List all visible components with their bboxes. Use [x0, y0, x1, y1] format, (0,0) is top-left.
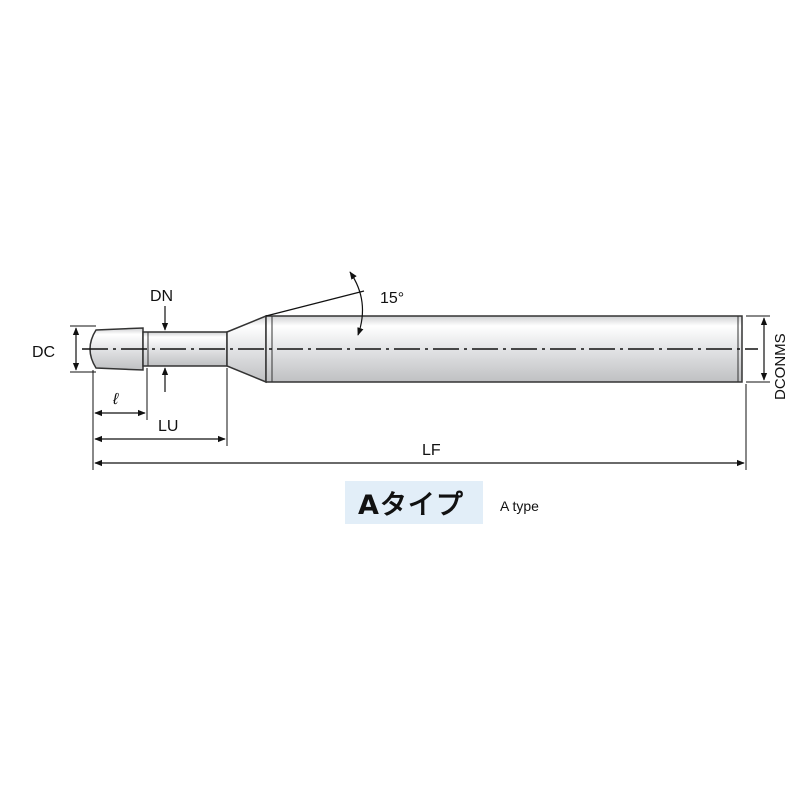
l-label: ℓ	[112, 391, 119, 408]
dconms-label: DCONMS	[772, 333, 789, 400]
dn-dimension: DN	[150, 288, 173, 392]
type-label-box	[345, 481, 483, 524]
type-label-en: A type	[500, 498, 539, 514]
lu-label: LU	[158, 418, 178, 435]
type-label-ja: Aタイプ	[358, 490, 464, 521]
dconms-dimension: DCONMS	[746, 315, 789, 400]
angle-dimension: 15°	[265, 271, 404, 336]
lu-dimension: LU	[94, 418, 226, 443]
lf-label: LF	[422, 442, 441, 459]
dc-dimension: DC	[32, 325, 96, 373]
dc-label: DC	[32, 344, 55, 361]
dn-label: DN	[150, 288, 173, 305]
l-dimension: ℓ	[94, 391, 146, 417]
tool-head	[89, 327, 144, 371]
lf-dimension: LF	[94, 442, 745, 467]
angle-label: 15°	[380, 290, 404, 307]
